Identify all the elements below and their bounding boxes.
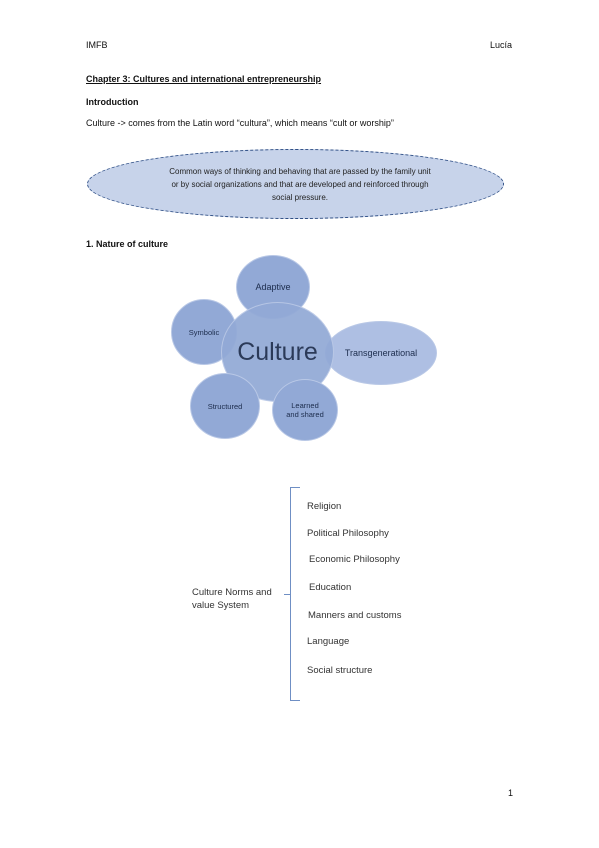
intro-line: Culture -> comes from the Latin word “cu…: [86, 118, 394, 128]
bubble-structured: Structured: [190, 373, 260, 439]
norms-item-political: Political Philosophy: [307, 528, 389, 539]
definition-line-1: Common ways of thinking and behaving tha…: [169, 167, 431, 176]
norms-item-social: Social structure: [307, 665, 373, 676]
intro-heading: Introduction: [86, 97, 139, 107]
bubble-culture-label: Culture: [237, 337, 318, 366]
bubble-learned-label-1: Learned: [291, 401, 319, 410]
bubble-learned-label-2: and shared: [286, 410, 324, 419]
section-heading: 1. Nature of culture: [86, 239, 169, 249]
norms-item-language: Language: [307, 636, 350, 647]
norms-item-manners: Manners and customs: [308, 610, 402, 621]
norms-item-education: Education: [309, 582, 352, 593]
brace-tick: [284, 594, 290, 595]
header-left: IMFB: [86, 40, 108, 50]
norms-label-line-2: value System: [192, 600, 250, 611]
norms-item-economic: Economic Philosophy: [309, 554, 400, 565]
definition-line-3: social pressure.: [271, 193, 329, 202]
norms-label-line-1: Culture Norms and: [192, 587, 272, 598]
norms-label: Culture Norms and value System: [192, 586, 272, 612]
bubble-transgenerational-label: Transgenerational: [344, 348, 418, 358]
bubble-transgenerational: Transgenerational: [325, 321, 437, 385]
definition-line-2: or by social organizations and that are …: [171, 180, 429, 189]
chapter-title: Chapter 3: Cultures and international en…: [86, 74, 322, 84]
bubble-learned: Learned and shared: [272, 379, 338, 441]
header-right: Lucía: [490, 40, 513, 50]
definition-text: Common ways of thinking and behaving tha…: [150, 165, 450, 204]
page-number: 1: [508, 788, 514, 798]
bubble-structured-label: Structured: [207, 401, 243, 411]
definition-ellipse: [87, 149, 504, 219]
brace-bracket: [290, 487, 300, 701]
bubble-symbolic-label: Symbolic: [188, 327, 220, 337]
bubble-adaptive-label: Adaptive: [255, 282, 291, 292]
norms-item-religion: Religion: [307, 501, 342, 512]
